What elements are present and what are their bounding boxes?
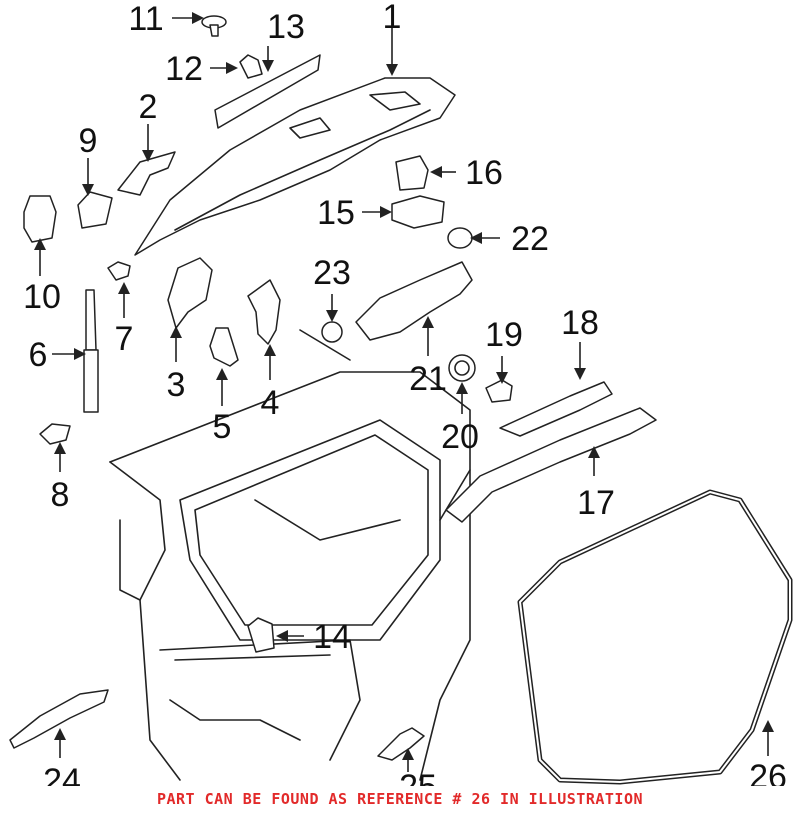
part-19-clip	[485, 379, 513, 403]
part-16-switch	[395, 155, 429, 191]
part-2-bracket	[117, 151, 176, 196]
part-26-weatherstrip	[517, 489, 793, 785]
callout-21: 21	[409, 360, 447, 398]
part-6-gas-strut	[83, 289, 99, 413]
part-5-bracket	[209, 327, 239, 367]
callout-23: 23	[313, 254, 351, 292]
callout-1: 1	[383, 0, 402, 36]
part-23-bumper	[321, 321, 343, 343]
callout-14: 14	[313, 618, 351, 656]
part-18-handle-bracket	[499, 381, 613, 437]
callout-8: 8	[51, 476, 70, 514]
part-15-switch-assembly	[391, 195, 445, 229]
callout-arrows	[34, 12, 774, 772]
callout-9: 9	[79, 122, 98, 160]
callout-12: 12	[165, 50, 203, 88]
callout-4: 4	[261, 384, 280, 422]
callout-7: 7	[115, 320, 134, 358]
footer-note: PART CAN BE FOUND AS REFERENCE # 26 IN I…	[0, 786, 800, 812]
part-21-latch-actuator	[355, 261, 473, 341]
callout-13: 13	[267, 8, 305, 46]
callout-22: 22	[511, 220, 549, 258]
callout-10: 10	[23, 278, 61, 316]
callout-17: 17	[577, 484, 615, 522]
callout-20: 20	[441, 418, 479, 456]
part-8-ball-stud	[39, 423, 71, 445]
callout-19: 19	[485, 316, 523, 354]
callout-6: 6	[29, 336, 48, 374]
callout-3: 3	[167, 366, 186, 404]
part-11-bolt	[201, 15, 227, 37]
part-10-cover	[23, 195, 57, 243]
part-25-clip	[377, 727, 425, 761]
part-7-ball-stud	[107, 261, 131, 281]
callout-15: 15	[317, 194, 355, 232]
callout-11: 11	[128, 0, 163, 38]
part-17-applique	[445, 407, 657, 523]
part-13-glass-strip	[214, 54, 321, 129]
callout-5: 5	[213, 408, 232, 446]
callout-16: 16	[465, 154, 503, 192]
part-12-clip	[239, 54, 263, 79]
part-4-hinge	[247, 279, 281, 345]
callout-2: 2	[139, 88, 158, 126]
part-20-lock-cylinder	[448, 354, 476, 382]
part-3-hinge	[167, 257, 213, 329]
part-1-liftgate-panel	[134, 77, 456, 256]
part-22-bumper	[447, 227, 473, 249]
callout-18: 18	[561, 304, 599, 342]
part-24-trim-bracket	[9, 689, 109, 749]
part-9-pad	[77, 191, 113, 229]
part-14-striker	[247, 617, 275, 653]
